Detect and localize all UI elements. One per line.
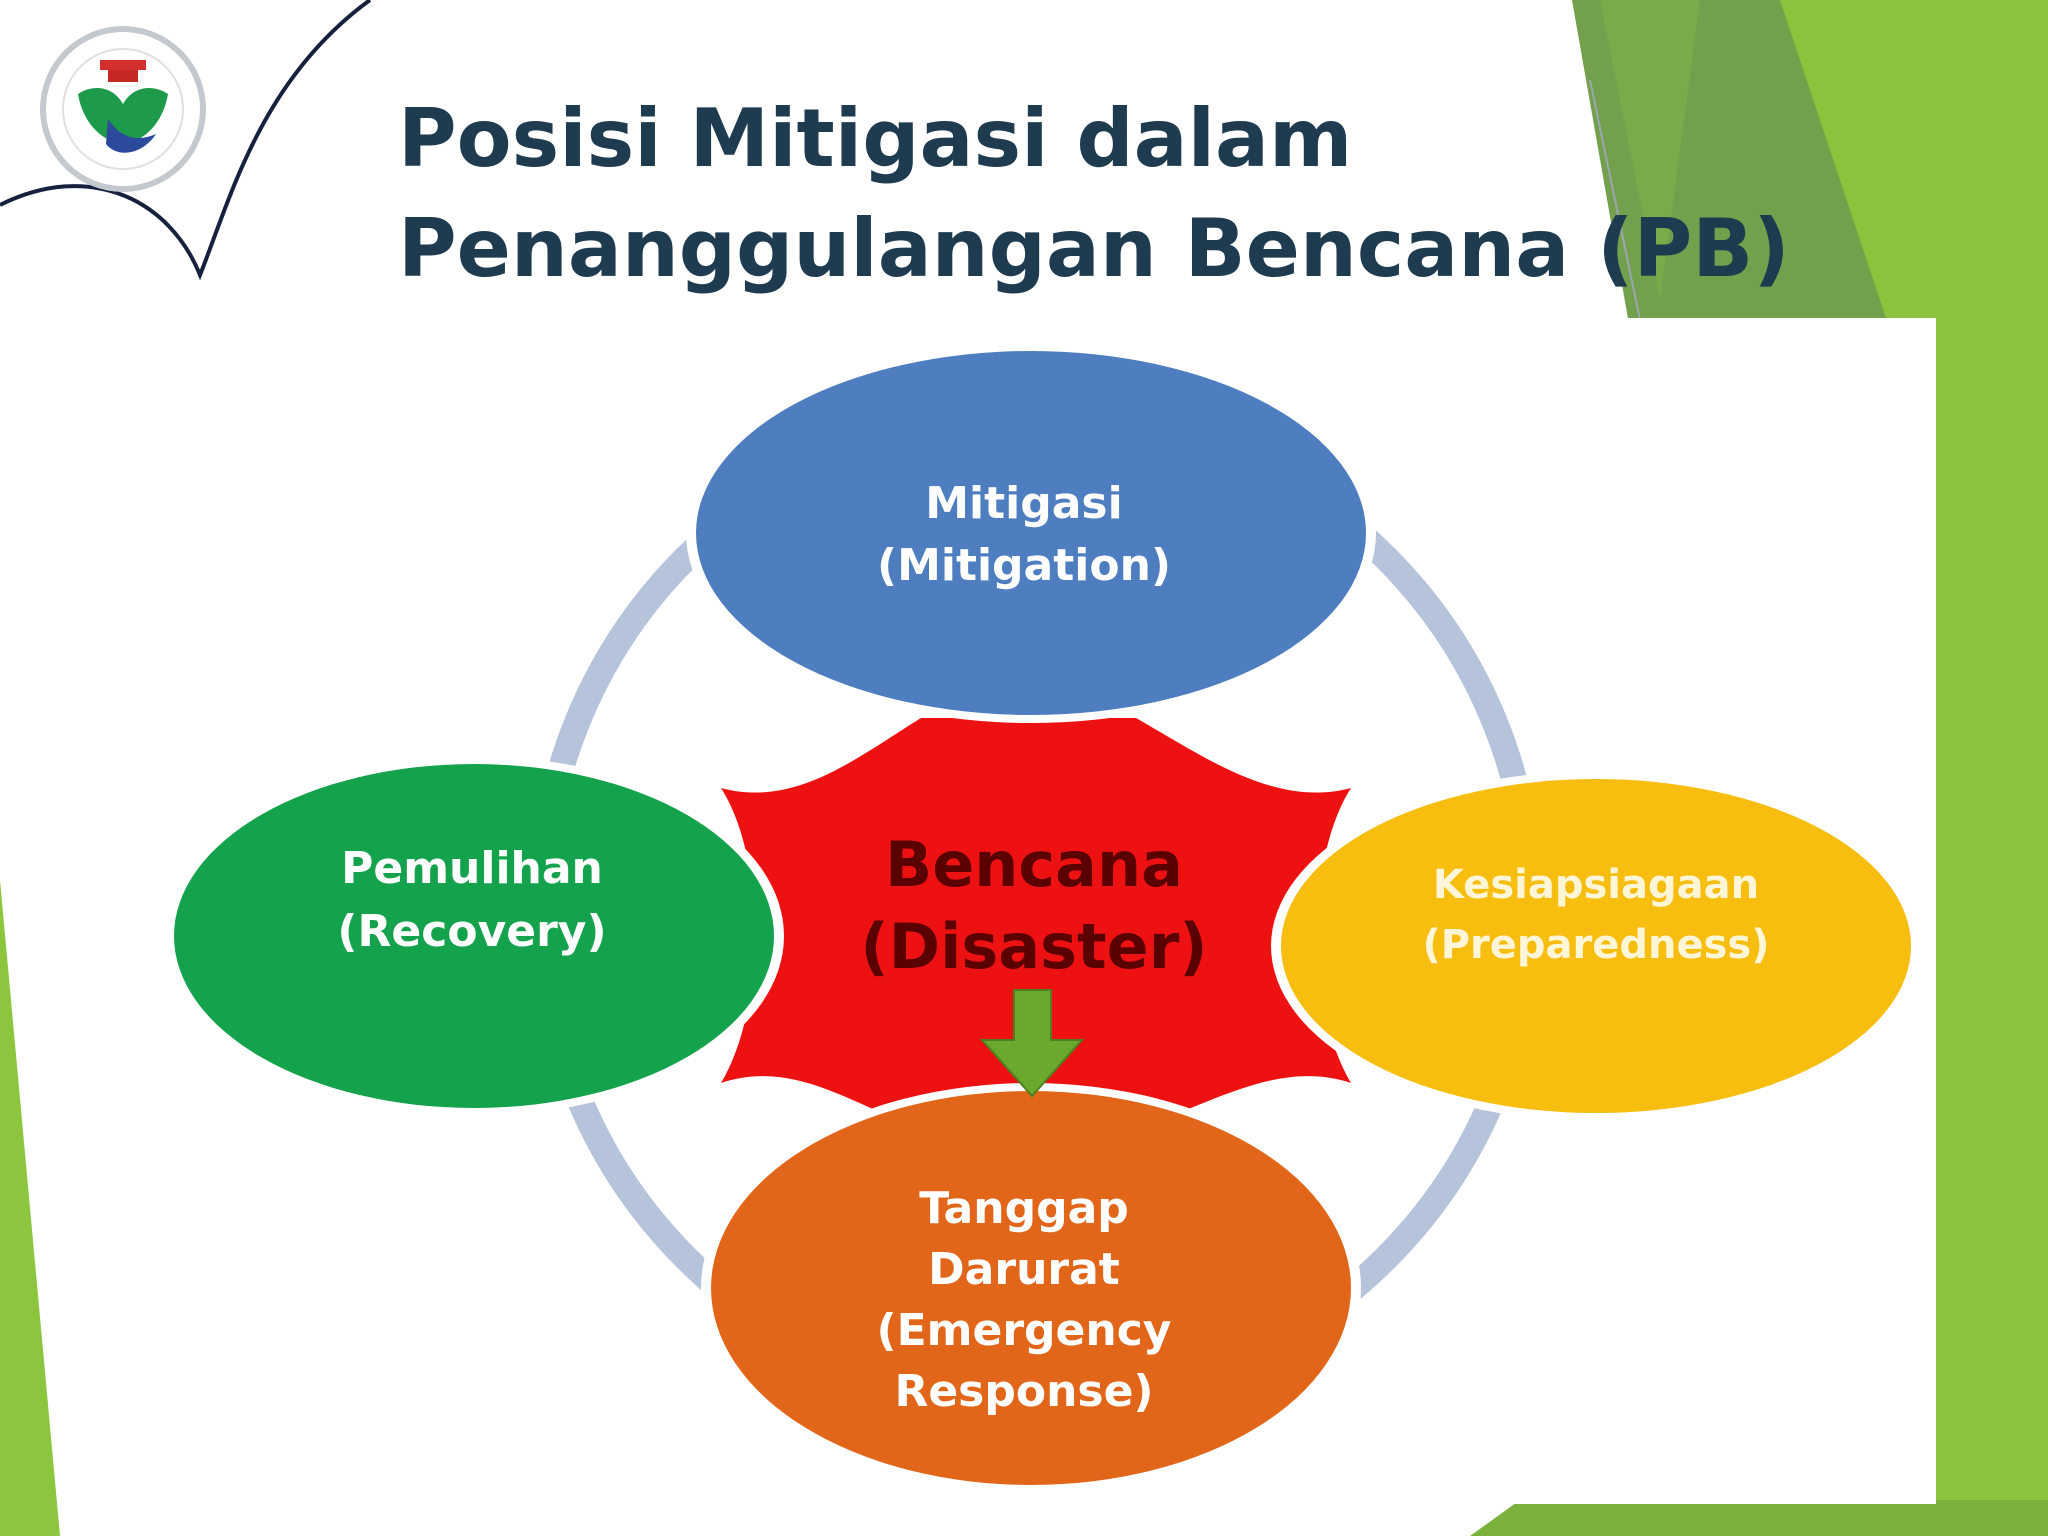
- recovery-label-line1: Pemulihan: [341, 843, 603, 894]
- preparedness-label-line1: Kesiapsiagaan: [1433, 862, 1759, 908]
- ministry-logo: [40, 26, 206, 192]
- mitigation-label-line1: Mitigasi: [925, 478, 1122, 529]
- recovery-node: Pemulihan (Recovery): [164, 756, 784, 1116]
- wave-curve: [0, 0, 372, 281]
- center-disaster-shape: [721, 718, 1351, 1128]
- mitigation-fill: [696, 351, 1366, 715]
- preparedness-fill: [1281, 779, 1911, 1113]
- preparedness-label-line2: (Preparedness): [1422, 922, 1769, 968]
- divider-line: [1589, 79, 1641, 321]
- left-green-accent: [0, 880, 60, 1536]
- emergency-response-node: Tanggap Darurat (Emergency Response): [701, 1083, 1361, 1493]
- right-green-triangle: [1600, 0, 1700, 300]
- slide-title: Posisi Mitigasi dalam Penanggulangan Ben…: [398, 84, 1790, 304]
- mitigation-node: Mitigasi (Mitigation): [686, 343, 1376, 723]
- down-arrow-icon: [979, 989, 1085, 1098]
- preparedness-node: Kesiapsiagaan (Preparedness): [1271, 771, 1921, 1121]
- disaster-management-cycle-diagram: Bencana (Disaster) Mitigasi (Mitigation)…: [164, 343, 1921, 1493]
- center-disaster-node: Bencana (Disaster): [721, 718, 1351, 1128]
- emergency-response-label-line2: Darurat: [928, 1244, 1120, 1295]
- slide-title-line2: Penanggulangan Bencana (PB): [398, 202, 1790, 295]
- slide-title-line1: Posisi Mitigasi dalam: [398, 92, 1353, 185]
- emergency-response-label-line3: (Emergency: [877, 1305, 1172, 1356]
- emergency-response-fill: [711, 1091, 1351, 1485]
- center-label-line1: Bencana: [885, 828, 1183, 901]
- center-label-line2: (Disaster): [860, 910, 1207, 983]
- emergency-response-label-line1: Tanggap: [919, 1183, 1129, 1234]
- emergency-response-label-line4: Response): [894, 1366, 1153, 1417]
- mitigation-label-line2: (Mitigation): [877, 540, 1171, 591]
- bottom-green-corner: [1470, 1500, 2048, 1536]
- ministry-emblem-icon: [78, 60, 168, 153]
- recovery-label-line2: (Recovery): [337, 906, 606, 957]
- recovery-fill: [174, 764, 774, 1108]
